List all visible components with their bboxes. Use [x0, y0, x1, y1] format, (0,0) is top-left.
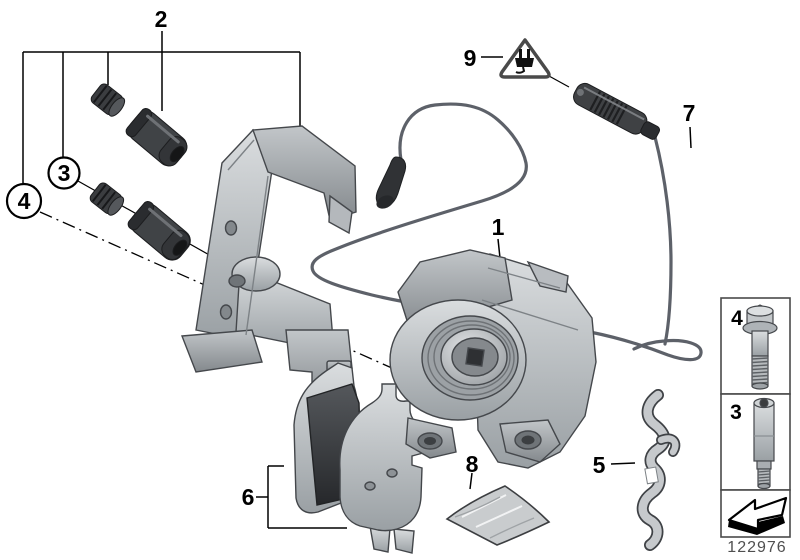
- guide-bolt-illustration: [742, 304, 778, 390]
- callout-circle-4[interactable]: 4: [5, 182, 43, 220]
- brake-pads: [293, 360, 424, 554]
- wear-sensor-head: [375, 156, 407, 209]
- legend-pin-number[interactable]: 3: [730, 401, 742, 424]
- direction-arrow-icon: [727, 496, 788, 535]
- callout-2[interactable]: 2: [155, 6, 168, 32]
- sensor-cable-wire: [310, 102, 703, 362]
- guide-bushing-cap-2: [89, 182, 125, 216]
- wear-sensor-connector: [573, 82, 661, 140]
- guide-bushing-1: [125, 108, 188, 167]
- part-number: 122976: [727, 539, 786, 556]
- electrical-plug-icon: [515, 49, 534, 74]
- callout-1-leader: [497, 238, 501, 259]
- callout-4[interactable]: 4: [18, 188, 31, 214]
- callout-8[interactable]: 8: [466, 451, 479, 477]
- sensor-cable-wire-vertical: [653, 135, 673, 346]
- callout-3[interactable]: 3: [58, 160, 71, 186]
- sensor-cable: [310, 102, 703, 362]
- callout-7-leader: [689, 126, 692, 149]
- pad-rivet-hole: [386, 468, 398, 478]
- callout-circle-3[interactable]: 3: [47, 156, 81, 190]
- legend-bolt-number[interactable]: 4: [731, 307, 743, 330]
- pad-rivet-hole: [364, 481, 376, 491]
- guide-bushing-cap-1: [90, 83, 126, 117]
- guide-bore-upper: [228, 274, 246, 288]
- callout-6-bracket: [256, 465, 347, 529]
- callout-5[interactable]: 5: [593, 452, 606, 478]
- triangle-connector-leader: [548, 75, 570, 88]
- legend-box-guide-pin[interactable]: [720, 393, 791, 491]
- callout-1[interactable]: 1: [492, 214, 505, 240]
- callout-2-bracket: [22, 31, 301, 183]
- grease-packet: [445, 485, 551, 546]
- legend-box-direction[interactable]: [720, 489, 791, 538]
- guide-pin-illustration: [753, 397, 775, 490]
- carrier-bracket: [181, 125, 357, 407]
- warning-triangle-icon: [499, 38, 551, 79]
- retaining-spring: [636, 389, 681, 551]
- callout-9[interactable]: 9: [464, 45, 477, 71]
- guide-bushing-kit: [89, 83, 191, 261]
- spine-hole-upper: [224, 220, 238, 236]
- spine-hole-lower: [219, 304, 233, 320]
- guide-bushing-2: [127, 201, 191, 261]
- brake-caliper: [389, 249, 597, 469]
- callout-7[interactable]: 7: [683, 100, 696, 126]
- callout-5-leader: [610, 462, 636, 465]
- piston-center-recess: [465, 347, 485, 367]
- callout-8-leader: [469, 472, 473, 490]
- callout-6[interactable]: 6: [242, 484, 255, 510]
